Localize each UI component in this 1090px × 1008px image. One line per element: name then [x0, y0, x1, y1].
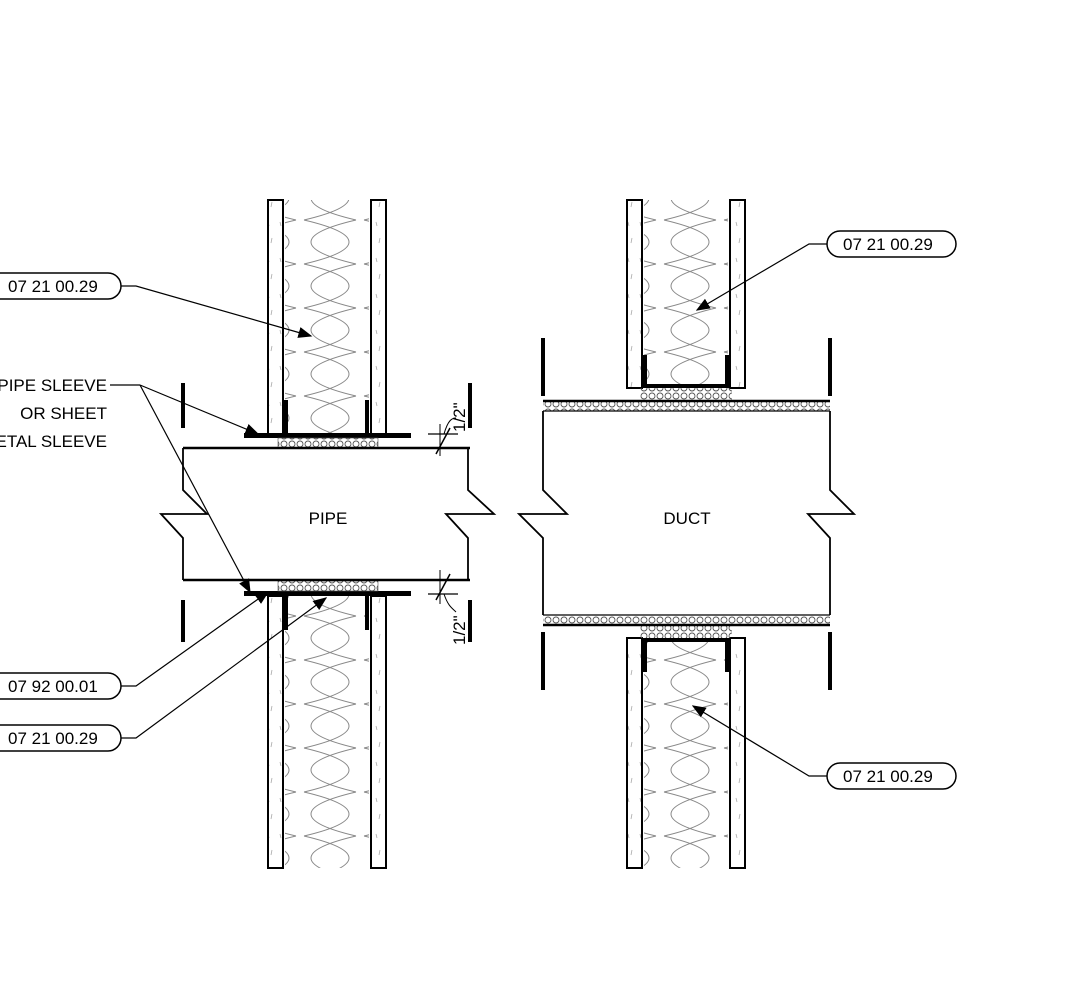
svg-text:07 21 00.29: 07 21 00.29 [843, 235, 933, 254]
pipe-dimension-bottom: 1/2" [428, 570, 469, 645]
svg-text:07 21 00.29: 07 21 00.29 [8, 729, 98, 748]
svg-text:PIPE SLEEVE: PIPE SLEEVE [0, 376, 107, 395]
duct [516, 338, 857, 690]
svg-text:07 92 00.01: 07 92 00.01 [8, 677, 98, 696]
svg-text:METAL SLEEVE: METAL SLEEVE [0, 432, 107, 451]
duct-upper-wall [626, 199, 746, 389]
callout-pipe-sleeve-note: PIPE SLEEVE OR SHEET METAL SLEEVE [0, 376, 260, 594]
callout-duct-insulation-bottom: 07 21 00.29 [691, 705, 957, 790]
duct-section: DUCT 07 21 00.29 07 21 00.29 [516, 199, 957, 869]
pipe-section: PIPE 1/2" 1/2" 07 21 00.29 PIPE SLEEVE [0, 199, 497, 869]
duct-lower-wall [626, 637, 746, 869]
pipe-dimension-top: 1/2" [428, 402, 469, 456]
callout-pipe-insulation-top: 07 21 00.29 [0, 272, 313, 338]
svg-text:07 21 00.29: 07 21 00.29 [8, 277, 98, 296]
pipe-lower-wall [267, 595, 387, 869]
pipe [158, 383, 497, 642]
svg-text:07 21 00.29: 07 21 00.29 [843, 767, 933, 786]
callout-pipe-sealant: 07 92 00.01 [0, 591, 270, 700]
duct-label: DUCT [663, 509, 710, 528]
pipe-upper-wall [267, 199, 387, 436]
callout-duct-insulation-top: 07 21 00.29 [695, 230, 957, 311]
callout-pipe-insulation-bottom: 07 21 00.29 [0, 597, 328, 752]
svg-text:OR SHEET: OR SHEET [20, 404, 107, 423]
pipe-label: PIPE [309, 509, 348, 528]
pipe-dimension-top-label: 1/2" [450, 402, 469, 432]
pipe-dimension-bottom-label: 1/2" [450, 615, 469, 645]
